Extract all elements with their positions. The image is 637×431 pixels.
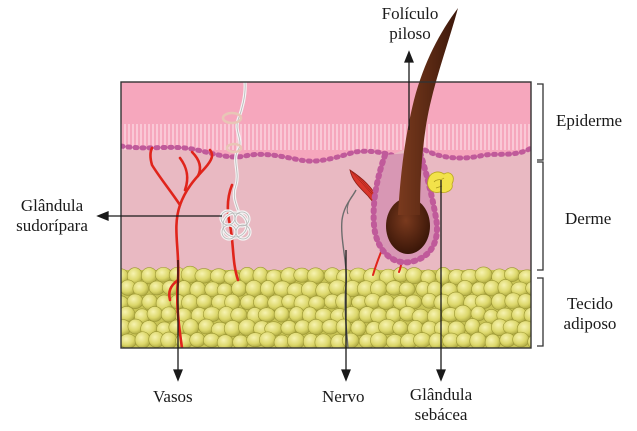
label-sebacea-line1: Glândula [398,385,484,405]
label-derme: Derme [565,209,611,229]
label-sudoripara-line2: sudorípara [4,216,100,236]
label-vasos: Vasos [153,387,193,407]
label-glandula-sebacea: Glândula sebácea [398,385,484,425]
label-tecido-line1: Tecido [548,294,632,314]
label-foliculo-line2: piloso [368,24,452,44]
label-tecido-adiposo: Tecido adiposo [548,294,632,334]
label-sudoripara-line1: Glândula [4,196,100,216]
label-nervo: Nervo [322,387,364,407]
label-tecido-line2: adiposo [548,314,632,334]
label-foliculo-piloso: Folículo piloso [368,4,452,44]
label-foliculo-line1: Folículo [368,4,452,24]
label-sebacea-line2: sebácea [398,405,484,425]
label-epiderme: Epiderme [556,111,622,131]
layer-brackets [537,84,543,346]
label-glandula-sudoripara: Glândula sudorípara [4,196,100,236]
